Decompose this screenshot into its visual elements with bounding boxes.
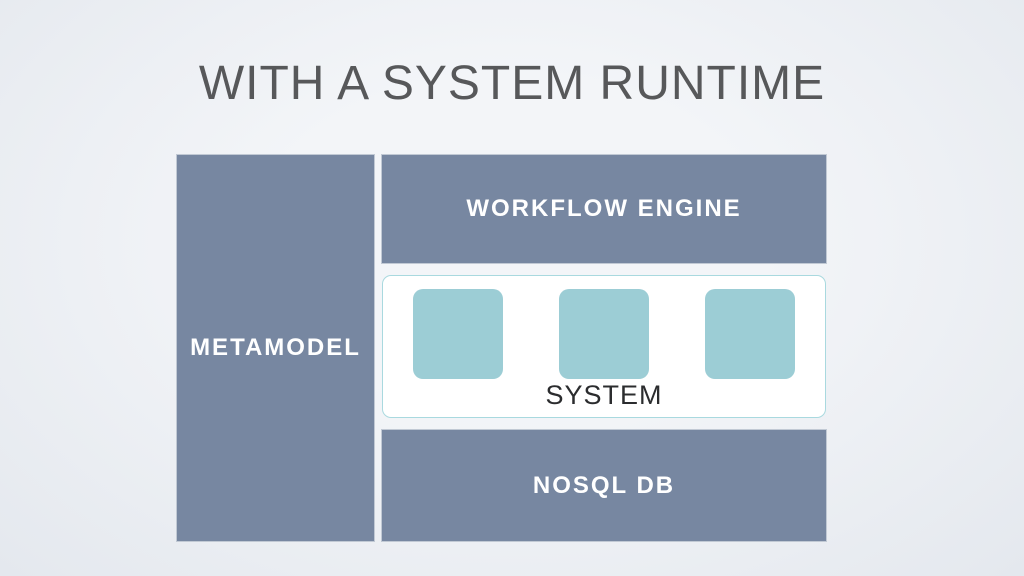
slide-title: WITH A SYSTEM RUNTIME <box>198 57 826 110</box>
system-tile <box>705 289 795 379</box>
workflow-engine-label: WORKFLOW ENGINE <box>466 195 742 222</box>
metamodel-box: METAMODEL <box>176 154 375 542</box>
system-tile <box>559 289 649 379</box>
system-label: SYSTEM <box>545 380 663 410</box>
workflow-engine-box: WORKFLOW ENGINE <box>381 154 827 264</box>
nosql-db-box: NOSQL DB <box>381 429 827 542</box>
system-panel: SYSTEM <box>382 275 826 418</box>
system-tiles <box>383 276 825 379</box>
metamodel-label: METAMODEL <box>190 334 361 361</box>
system-tile <box>413 289 503 379</box>
nosql-db-label: NOSQL DB <box>532 471 676 499</box>
